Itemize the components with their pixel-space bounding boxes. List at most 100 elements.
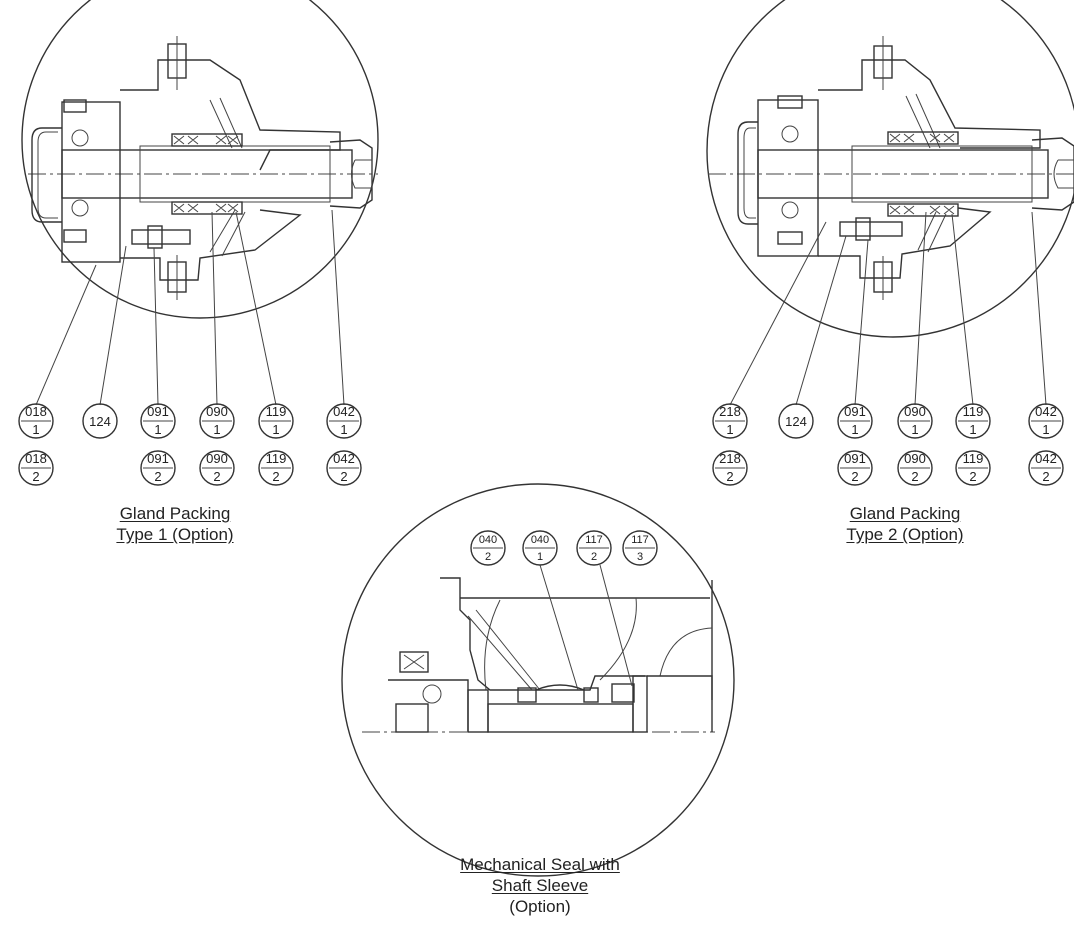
svg-text:091: 091: [844, 451, 866, 466]
casing-cover: [440, 577, 645, 691]
svg-text:1: 1: [851, 422, 858, 437]
svg-text:2: 2: [969, 469, 976, 484]
packing-rings-top: [171, 133, 243, 147]
svg-text:218: 218: [719, 451, 741, 466]
detail-circle-type1: [21, 0, 379, 319]
shaft-sleeve: [487, 703, 634, 733]
bubble-042-2: 042 2: [1028, 450, 1064, 486]
bubble-119-2: 119 2: [258, 450, 294, 486]
leader-lines-type2: [729, 211, 1047, 406]
svg-text:090: 090: [904, 404, 926, 419]
bubble-119-2: 119 2: [955, 450, 991, 486]
svg-text:3: 3: [637, 551, 643, 563]
svg-text:042: 042: [1035, 404, 1057, 419]
svg-text:2: 2: [726, 469, 733, 484]
caption-type1-line2: Type 1 (Option): [116, 525, 234, 544]
svg-text:1: 1: [340, 422, 347, 437]
caption-mech-seal: Mechanical Seal with Shaft Sleeve (Optio…: [410, 854, 670, 917]
svg-text:1: 1: [1042, 422, 1049, 437]
caption-mech-seal-line3: (Option): [509, 897, 571, 916]
bearing-frame: [818, 59, 1041, 149]
bubble-091-1: 091 1: [837, 403, 873, 439]
bubble-218-2: 218 2: [712, 450, 748, 486]
svg-text:2: 2: [485, 551, 491, 563]
svg-text:2: 2: [272, 469, 279, 484]
svg-text:117: 117: [585, 534, 603, 546]
packing-rings-top: [887, 131, 959, 145]
bearing-end-cap: [31, 127, 62, 223]
bearing-housing: [61, 101, 121, 263]
svg-text:1: 1: [969, 422, 976, 437]
caption-type2: Gland Packing Type 2 (Option): [800, 503, 1010, 545]
leader-lines-mech-seal: [539, 564, 633, 691]
bubble-090-2: 090 2: [199, 450, 235, 486]
bearing-frame: [120, 59, 341, 171]
svg-text:124: 124: [785, 414, 807, 429]
svg-text:2: 2: [911, 469, 918, 484]
packing-rings-bottom: [887, 203, 959, 217]
bubble-091-2: 091 2: [140, 450, 176, 486]
svg-text:091: 091: [147, 451, 169, 466]
svg-text:1: 1: [154, 422, 161, 437]
svg-text:117: 117: [631, 534, 649, 546]
packing-rings-bottom: [171, 201, 243, 215]
svg-text:119: 119: [266, 451, 287, 466]
caption-type1: Gland Packing Type 1 (Option): [70, 503, 280, 545]
bubble-119-1: 119 1: [258, 403, 294, 439]
svg-text:124: 124: [89, 414, 111, 429]
svg-text:040: 040: [531, 534, 549, 546]
caption-type2-line2: Type 2 (Option): [846, 525, 964, 544]
bubble-119-1: 119 1: [955, 403, 991, 439]
bubble-090-1: 090 1: [897, 403, 933, 439]
bubble-090-2: 090 2: [897, 450, 933, 486]
bearing-end-cap: [737, 121, 758, 225]
bubble-091-1: 091 1: [140, 403, 176, 439]
bubble-090-1: 090 1: [199, 403, 235, 439]
shaft: [757, 149, 1049, 199]
detail-circle-type2: [706, 0, 1074, 338]
svg-text:1: 1: [911, 422, 918, 437]
svg-text:2: 2: [340, 469, 347, 484]
svg-text:2: 2: [591, 551, 597, 563]
svg-text:2: 2: [154, 469, 161, 484]
svg-text:218: 218: [719, 404, 741, 419]
svg-text:1: 1: [726, 422, 733, 437]
detail-mech-seal: 040 2 040 1 117 2 117 3: [341, 483, 735, 877]
svg-text:1: 1: [32, 422, 39, 437]
svg-text:1: 1: [272, 422, 279, 437]
svg-text:090: 090: [904, 451, 926, 466]
bubble-124: 124: [778, 403, 814, 439]
caption-type2-line1: Gland Packing: [849, 504, 961, 523]
svg-text:042: 042: [1035, 451, 1057, 466]
svg-text:090: 090: [206, 404, 228, 419]
bubble-042-1: 042 1: [326, 403, 362, 439]
bubble-218-1: 218 1: [712, 403, 748, 439]
svg-text:2: 2: [213, 469, 220, 484]
bubble-040-2: 040 2: [470, 530, 506, 566]
svg-text:091: 091: [844, 404, 866, 419]
caption-mech-seal-line1: Mechanical Seal with: [460, 855, 620, 874]
svg-text:090: 090: [206, 451, 228, 466]
svg-text:1: 1: [537, 551, 543, 563]
svg-text:119: 119: [963, 451, 984, 466]
seal-faces: [517, 683, 635, 703]
detail-circle-mech-seal: [341, 483, 735, 877]
detail-type1: 018 1 124 091 1 090 1 119 1 042 1: [18, 0, 379, 486]
bubble-040-1: 040 1: [522, 530, 558, 566]
bubble-018-2: 018 2: [18, 450, 54, 486]
bubble-117-3: 117 3: [622, 530, 658, 566]
bubble-018-1: 018 1: [18, 403, 54, 439]
bubble-117-2: 117 2: [576, 530, 612, 566]
svg-text:1: 1: [213, 422, 220, 437]
svg-text:042: 042: [333, 404, 355, 419]
svg-text:119: 119: [266, 404, 287, 419]
svg-text:091: 091: [147, 404, 169, 419]
svg-text:018: 018: [25, 404, 47, 419]
bubble-042-1: 042 1: [1028, 403, 1064, 439]
svg-text:042: 042: [333, 451, 355, 466]
svg-text:2: 2: [32, 469, 39, 484]
bubble-042-2: 042 2: [326, 450, 362, 486]
svg-text:119: 119: [963, 404, 984, 419]
gland-bolt: [839, 217, 903, 241]
